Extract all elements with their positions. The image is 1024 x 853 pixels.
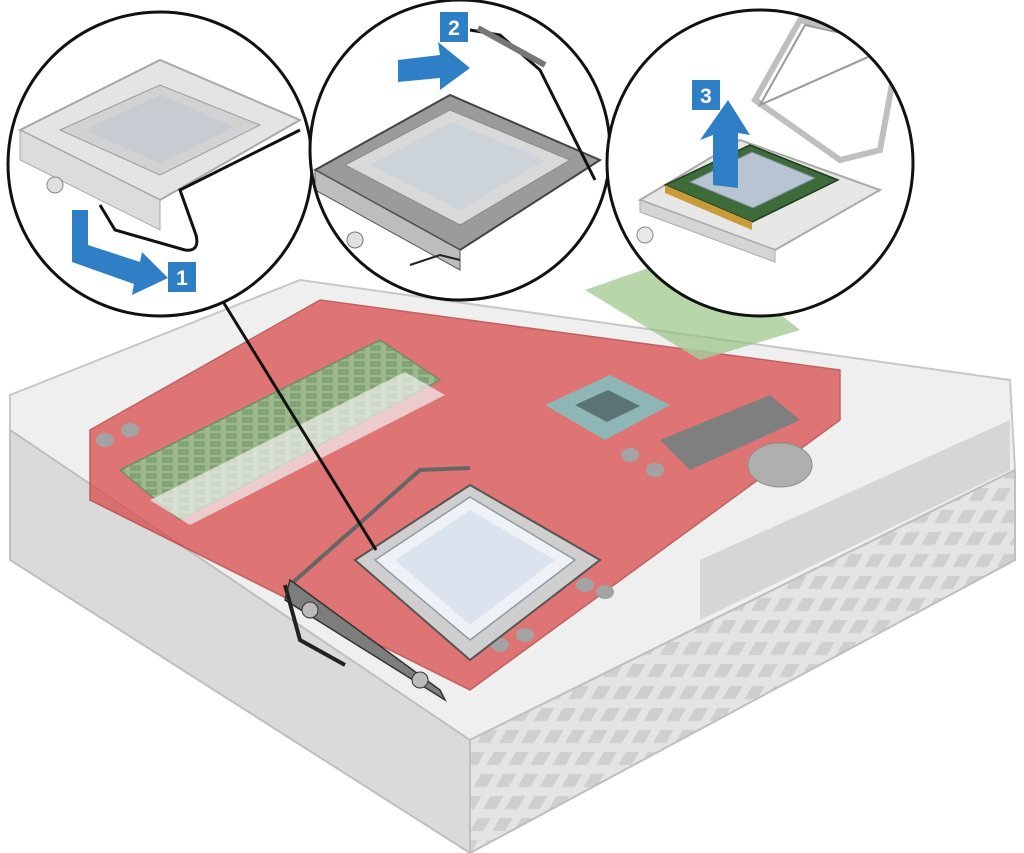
step-badge-3 <box>692 80 720 110</box>
leader-line <box>220 299 378 551</box>
step-badge-1 <box>168 262 196 292</box>
step-number-3: 3 <box>700 85 712 108</box>
arrow-icon <box>72 210 168 295</box>
callout-step-2: 2 <box>308 0 612 302</box>
arrow-icon <box>398 42 470 90</box>
callout-step-1: 1 <box>6 10 378 551</box>
step-badge-2 <box>440 12 468 42</box>
step-number-2: 2 <box>448 17 460 40</box>
cpu-socket <box>283 466 602 703</box>
arrow-icon <box>700 100 750 188</box>
callout-step-3: 3 <box>605 8 915 318</box>
step-number-1: 1 <box>176 267 188 290</box>
